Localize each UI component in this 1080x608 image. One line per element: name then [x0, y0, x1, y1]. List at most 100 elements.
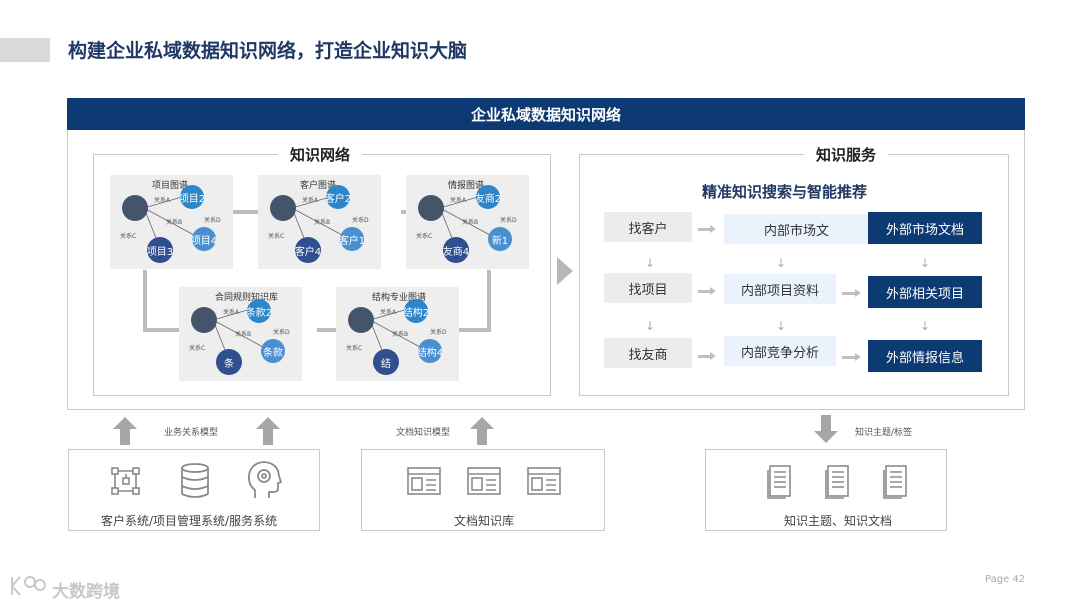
relation-label: 关系B: [166, 219, 183, 226]
graph-node: 结构2: [404, 299, 428, 323]
ai-head-icon: [247, 461, 283, 498]
caption-topics: 知识主题/标签: [855, 428, 913, 438]
arrow-down-icon: ↓: [645, 256, 656, 270]
arrow-down-icon: ↓: [776, 256, 787, 270]
topics-box: 知识主题、知识文档: [705, 449, 947, 531]
document-icon: [825, 465, 849, 499]
graph-node: 项目4: [192, 227, 216, 251]
graph-title: 合同规则知识库: [215, 293, 279, 303]
graph-structure: 结构专业图谱 结构2 结构4 结 关系A 关系B 关系D 关系C: [336, 287, 459, 381]
arrow-up-icon: [470, 417, 494, 445]
topics-label: 知识主题、知识文档: [784, 514, 893, 528]
find-customer-box: 找客户: [604, 212, 692, 242]
relation-label: 关系A: [154, 197, 171, 204]
graph-intelligence: 情报图谱 友商2 新1 友商4 关系A 关系B 关系D 关系C: [406, 175, 529, 269]
graph-node: 客户1: [340, 227, 364, 251]
page-number: Page 42: [985, 574, 1026, 585]
graph-title: 项目图谱: [152, 181, 189, 191]
graph-node-center: [418, 195, 444, 221]
document-image-icon: [467, 467, 501, 495]
arrow-down-icon: ↓: [920, 319, 931, 333]
relation-label: 关系B: [314, 219, 331, 226]
relation-label: 关系A: [302, 197, 319, 204]
external-project-box: 外部相关项目: [868, 276, 982, 308]
find-project-box: 找项目: [604, 273, 692, 303]
document-icon: [883, 465, 907, 499]
arrow-right-icon: [710, 225, 716, 233]
graph-connectors: [143, 210, 491, 332]
graph-node: 条款2: [247, 299, 271, 323]
relation-label: 关系B: [392, 331, 409, 338]
relation-label: 关系B: [462, 219, 479, 226]
relation-label: 关系D: [204, 217, 221, 224]
arrow-down-icon: ↓: [645, 319, 656, 333]
page-title: 构建企业私域数据知识网络，打造企业知识大脑: [68, 40, 468, 62]
relation-label: 关系A: [450, 197, 467, 204]
network-header: 企业私域数据知识网络: [67, 98, 1025, 130]
relation-label: 关系D: [430, 329, 447, 336]
service-subtitle: 精准知识搜索与智能推荐: [702, 183, 868, 201]
graph-node: 项目2: [180, 185, 204, 209]
graph-node: 新1: [488, 227, 512, 251]
relation-label: 关系C: [189, 345, 206, 352]
relation-label: 关系D: [352, 217, 369, 224]
arrow-up-icon: [256, 417, 280, 445]
logo-text: 大数跨境: [52, 582, 120, 602]
knowledge-network-title: 知识网络: [278, 144, 363, 165]
arrow-up-icon: [113, 417, 137, 445]
knowledge-service-panel: [579, 154, 1009, 396]
document-icon: [767, 465, 791, 499]
systems-box: 客户系统/项目管理系统/服务系统: [68, 449, 320, 531]
graph-node-center: [270, 195, 296, 221]
graph-customer: 客户图谱 客户2 客户1 客户4 关系A 关系B 关系D 关系C: [258, 175, 381, 269]
internal-competition-box: 内部竞争分析: [724, 336, 836, 366]
relation-label: 关系C: [268, 233, 285, 240]
arrow-right-icon: [855, 353, 861, 361]
relation-label: 关系D: [500, 217, 517, 224]
internal-project-box: 内部项目资料: [724, 274, 836, 304]
knowledge-service-title: 知识服务: [804, 144, 889, 165]
graph-node: 结构4: [418, 339, 442, 363]
arrow-right-icon: [855, 289, 861, 297]
doc-knowledge-box: 文档知识库: [361, 449, 605, 531]
caption-document-model: 文档知识模型: [396, 428, 451, 438]
graph-node: 友商4: [443, 237, 469, 263]
document-image-icon: [407, 467, 441, 495]
arrow-down-icon: ↓: [920, 256, 931, 270]
graph-contract: 合同规则知识库 条款2 条款 条 关系A 关系B 关系D 关系C: [179, 287, 302, 381]
relation-label: 关系D: [273, 329, 290, 336]
graph-title: 情报图谱: [448, 181, 485, 191]
graph-title: 结构专业图谱: [372, 293, 427, 303]
relation-label: 关系A: [380, 309, 397, 316]
doc-knowledge-label: 文档知识库: [454, 514, 515, 528]
graph-node: 客户2: [326, 185, 350, 209]
graph-node-center: [122, 195, 148, 221]
graph-node: 项目3: [147, 237, 173, 263]
graph-node: 条款: [261, 339, 285, 363]
graph-node: 条: [216, 349, 242, 375]
logo-icon: [11, 576, 46, 596]
document-image-icon: [527, 467, 561, 495]
database-icon: [181, 463, 209, 498]
relation-label: 关系A: [223, 309, 240, 316]
relation-label: 关系B: [235, 331, 252, 338]
graph-node-center: [348, 307, 374, 333]
find-competitor-box: 找友商: [604, 338, 692, 368]
external-intel-box: 外部情报信息: [868, 340, 982, 372]
internal-doc-box: 内部市场文: [724, 214, 868, 244]
graph-project: 项目图谱 项目2 项目4 项目3 关系A 关系B 关系D 关系C: [110, 175, 233, 269]
arrow-right-icon: [710, 352, 716, 360]
title-accent-bar: [0, 38, 50, 62]
graph-node-center: [191, 307, 217, 333]
flow-arrow-icon: [557, 257, 573, 285]
caption-business-model: 业务关系模型: [164, 428, 219, 438]
network-icon: [111, 467, 140, 495]
systems-label: 客户系统/项目管理系统/服务系统: [101, 514, 278, 528]
relation-label: 关系C: [120, 233, 137, 240]
arrow-down-icon: ↓: [776, 319, 787, 333]
arrow-right-icon: [710, 287, 716, 295]
graph-node: 客户4: [295, 237, 321, 263]
arrow-down-large-icon: [814, 415, 838, 443]
relation-label: 关系C: [346, 345, 363, 352]
graph-title: 客户图谱: [300, 181, 337, 191]
